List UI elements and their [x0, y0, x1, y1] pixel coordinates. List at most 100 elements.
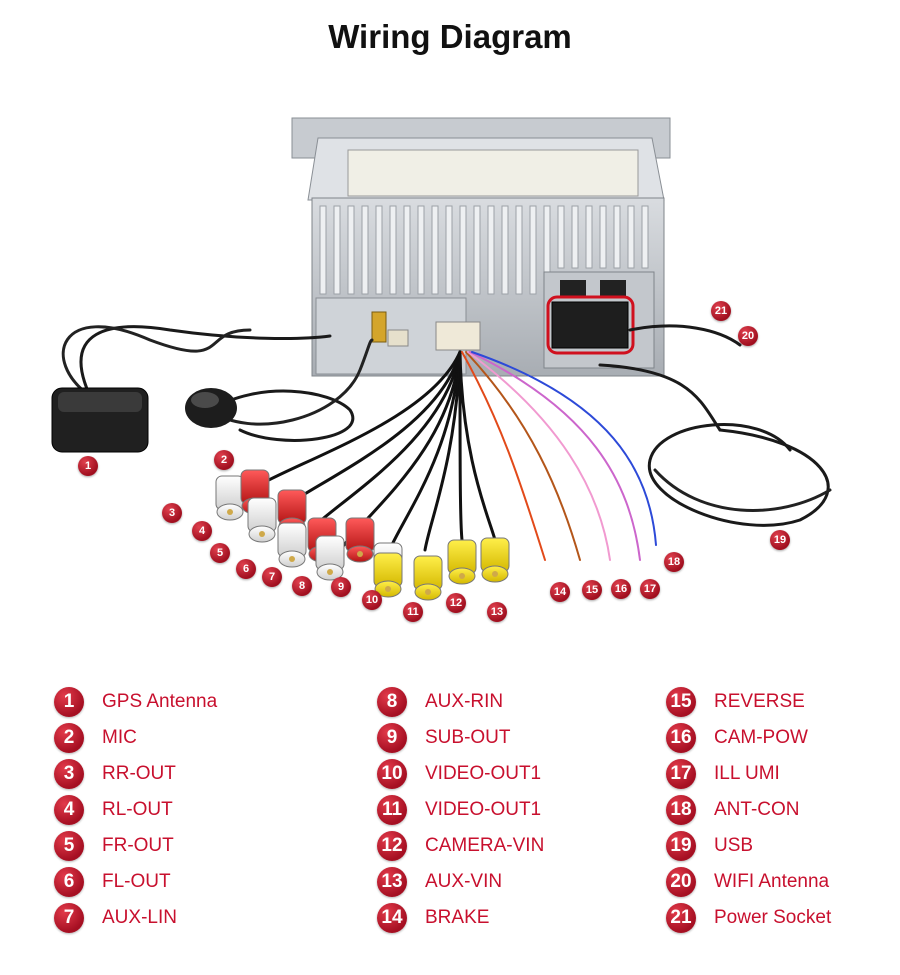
legend-label: RL-OUT — [102, 799, 173, 820]
legend-number-badge: 7 — [54, 903, 84, 933]
heatsink-fin — [319, 205, 327, 295]
white-rca-plug — [277, 522, 307, 568]
legend-number-badge: 4 — [54, 795, 84, 825]
microphone — [185, 388, 237, 428]
yellow-rca-plug — [480, 537, 510, 583]
legend-label: REVERSE — [714, 691, 805, 712]
callout-badge: 10 — [362, 590, 382, 610]
legend-label: WIFI Antenna — [714, 871, 830, 892]
legend-number-badge: 18 — [666, 795, 696, 825]
callout-badge: 20 — [738, 326, 758, 346]
legend-label: CAM-POW — [714, 727, 808, 748]
heatsink-fin — [641, 205, 649, 269]
page-title: Wiring Diagram — [328, 18, 572, 55]
heatsink-fin — [599, 205, 607, 269]
legend-label: MIC — [102, 727, 137, 748]
legend-item: 18 ANT-CON — [666, 792, 831, 828]
callout-badge: 8 — [292, 576, 312, 596]
legend-item: 1 GPS Antenna — [54, 684, 217, 720]
legend-item: 20 WIFI Antenna — [666, 864, 831, 900]
white-rca-plug — [215, 475, 245, 521]
heatsink-fin — [417, 205, 425, 295]
callout-badge: 17 — [640, 579, 660, 599]
gps-antenna — [51, 387, 149, 453]
callout-badge: 18 — [664, 552, 684, 572]
cables — [61, 324, 832, 562]
legend-item: 2 MIC — [54, 720, 217, 756]
legend-number-badge: 1 — [54, 687, 84, 717]
heatsink-fin — [375, 205, 383, 295]
legend-number-badge: 2 — [54, 723, 84, 753]
heatsink-fins — [319, 205, 649, 295]
heatsink-fin — [571, 205, 579, 269]
callout-badge: 13 — [487, 602, 507, 622]
legend-label: ANT-CON — [714, 799, 800, 820]
legend-number-badge: 6 — [54, 867, 84, 897]
heatsink-fin — [445, 205, 453, 295]
yellow-rca-plug — [413, 555, 443, 601]
power-socket-highlight — [546, 295, 635, 355]
heatsink-fin — [613, 205, 621, 269]
legend-label: VIDEO-OUT1 — [425, 799, 542, 820]
rca-plugs — [215, 469, 510, 601]
legend-number-badge: 5 — [54, 831, 84, 861]
legend-number-badge: 3 — [54, 759, 84, 789]
legend-number-badge: 14 — [377, 903, 407, 933]
callout-badge: 19 — [770, 530, 790, 550]
legend-item: 10 VIDEO-OUT1 — [377, 756, 544, 792]
heatsink-fin — [473, 205, 481, 295]
callout-badge: 5 — [210, 543, 230, 563]
yellow-rca-plug — [373, 552, 403, 598]
heatsink-fin — [361, 205, 369, 295]
head-unit — [291, 117, 671, 377]
legend-number-badge: 12 — [377, 831, 407, 861]
heatsink-fin — [515, 205, 523, 295]
heatsink-fin — [333, 205, 341, 295]
legend-label: FR-OUT — [102, 835, 174, 856]
callout-badge: 6 — [236, 559, 256, 579]
heatsink-fin — [459, 205, 467, 295]
legend-number-badge: 10 — [377, 759, 407, 789]
callout-badge: 12 — [446, 593, 466, 613]
legend-label: SUB-OUT — [425, 727, 511, 748]
legend-label: AUX-RIN — [425, 691, 504, 712]
legend-label: CAMERA-VIN — [425, 835, 545, 856]
legend-number-badge: 21 — [666, 903, 696, 933]
legend-number-badge: 8 — [377, 687, 407, 717]
callout-badge: 14 — [550, 582, 570, 602]
legend-label: AUX-LIN — [102, 907, 177, 928]
legend-number-badge: 13 — [377, 867, 407, 897]
heatsink-fin — [403, 205, 411, 295]
heatsink-fin — [347, 205, 355, 295]
legend-number-badge: 9 — [377, 723, 407, 753]
legend-item: 7 AUX-LIN — [54, 900, 217, 936]
legend-label: USB — [714, 835, 754, 856]
legend-item: 8 AUX-RIN — [377, 684, 544, 720]
legend-item: 5 FR-OUT — [54, 828, 217, 864]
yellow-rca-plug — [447, 539, 477, 585]
heatsink-fin — [431, 205, 439, 295]
legend-number-badge: 20 — [666, 867, 696, 897]
legend-label: ILL UMI — [714, 763, 780, 784]
callout-badge: 15 — [582, 580, 602, 600]
wiring-illustration — [51, 117, 832, 601]
legend-label: GPS Antenna — [102, 691, 218, 712]
legend-label: VIDEO-OUT1 — [425, 763, 542, 784]
white-rca-plug — [315, 535, 345, 581]
legend-item: 9 SUB-OUT — [377, 720, 544, 756]
callout-badge: 2 — [214, 450, 234, 470]
red-rca-plug — [345, 517, 375, 563]
heatsink-fin — [389, 205, 397, 295]
legend-item: 12 CAMERA-VIN — [377, 828, 544, 864]
